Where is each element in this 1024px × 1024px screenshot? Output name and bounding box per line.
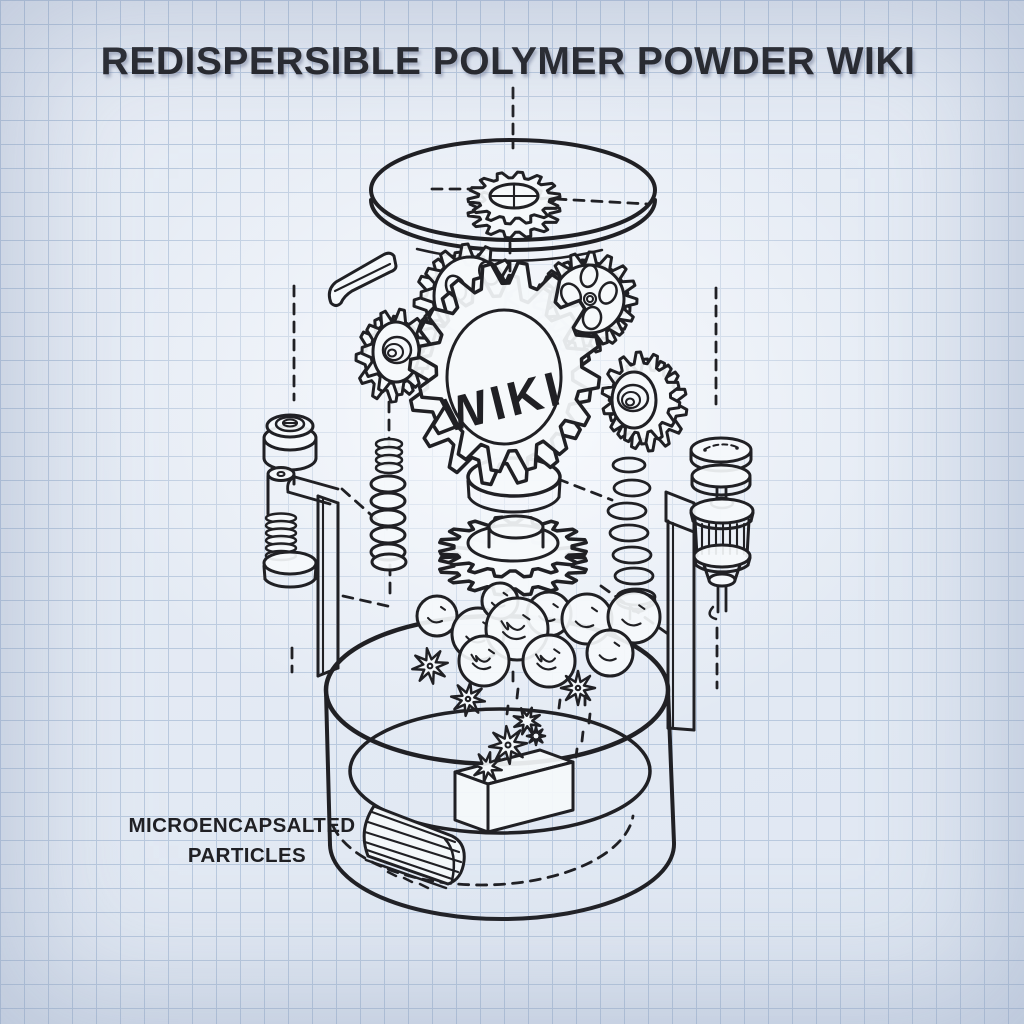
bushing-gear-left (354, 307, 431, 404)
crank-pin-arm (266, 466, 340, 516)
knurled-cap (262, 413, 318, 472)
support-bar-left (316, 494, 340, 678)
bushing-gear-right (600, 350, 689, 453)
crown-gear (438, 514, 588, 597)
small-coil-spring (374, 437, 404, 475)
corrugated-block (362, 804, 466, 890)
support-bar-right (664, 490, 696, 732)
large-coil-spring (369, 474, 408, 572)
wiki-gear-body (407, 260, 602, 487)
agitator-disc-stack (689, 436, 755, 621)
wedge-key (327, 251, 398, 307)
caption-line-1: MICROENCAPSALTED (129, 814, 356, 837)
threaded-stud (262, 512, 318, 589)
falling-powder (505, 670, 592, 759)
burst-particles (411, 647, 597, 783)
wiki-main-gear: WIKI (407, 260, 602, 487)
page-title: REDISPERSIBLE POLYMER POWDER WIKI (101, 40, 916, 83)
lid-pinion-gear (466, 170, 562, 240)
bead-particles (415, 581, 662, 689)
caption-line-2: PARTICLES (188, 844, 306, 867)
